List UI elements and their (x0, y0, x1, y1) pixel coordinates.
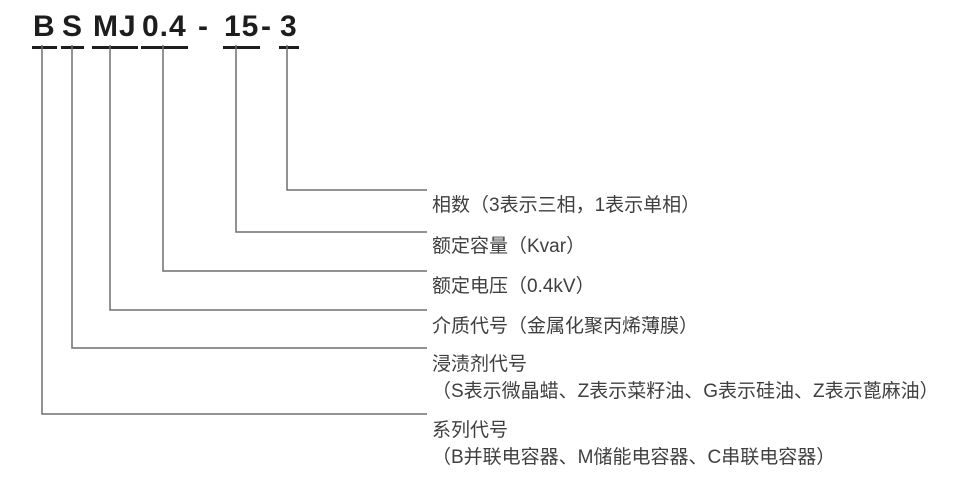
label-title: 相数（3表示三相，1表示单相） (432, 195, 701, 216)
code-segment-phase: 3 (279, 12, 299, 49)
code-segment-dielectric: MJ (92, 12, 138, 49)
label-title: 额定容量（Kvar） (432, 236, 586, 257)
label-title: 额定电压（0.4kV） (432, 276, 595, 297)
code-segment-series: B (32, 12, 57, 49)
connector-series-code (41, 45, 427, 415)
label-phase-count: 相数（3表示三相，1表示单相） (432, 192, 700, 219)
connector-dielectric-code (109, 45, 427, 311)
label-subtitle: （S表示微晶蜡、Z表示菜籽油、G表示硅油、Z表示蓖麻油） (432, 381, 939, 402)
code-segment-voltage: 0.4 (141, 12, 188, 49)
model-code: B S MJ 0.4 - 15 - 3 (0, 12, 971, 52)
label-rated-voltage: 额定电压（0.4kV） (432, 273, 595, 300)
label-title: 介质代号（金属化聚丙烯薄膜） (432, 316, 699, 337)
code-segment-impregnant: S (61, 12, 85, 49)
code-segment-capacity: 15 (223, 12, 261, 49)
label-dielectric-code: 介质代号（金属化聚丙烯薄膜） (432, 313, 698, 340)
code-separator: - (198, 10, 209, 43)
connector-rated-capacity (235, 45, 427, 233)
connector-impregnant-code (71, 45, 427, 349)
label-series-code: 系列代号 （B并联电容器、M储能电容器、C串联电容器） (432, 417, 835, 471)
code-separator: - (261, 10, 272, 43)
label-subtitle: （B并联电容器、M储能电容器、C串联电容器） (432, 447, 836, 468)
label-impregnant-code: 浸渍剂代号 （S表示微晶蜡、Z表示菜籽油、G表示硅油、Z表示蓖麻油） (432, 351, 939, 405)
connector-phase-count (286, 45, 427, 191)
label-title: 浸渍剂代号 (432, 354, 528, 375)
connector-rated-voltage (162, 45, 427, 272)
label-title: 系列代号 (432, 420, 509, 441)
label-rated-capacity: 额定容量（Kvar） (432, 233, 585, 260)
